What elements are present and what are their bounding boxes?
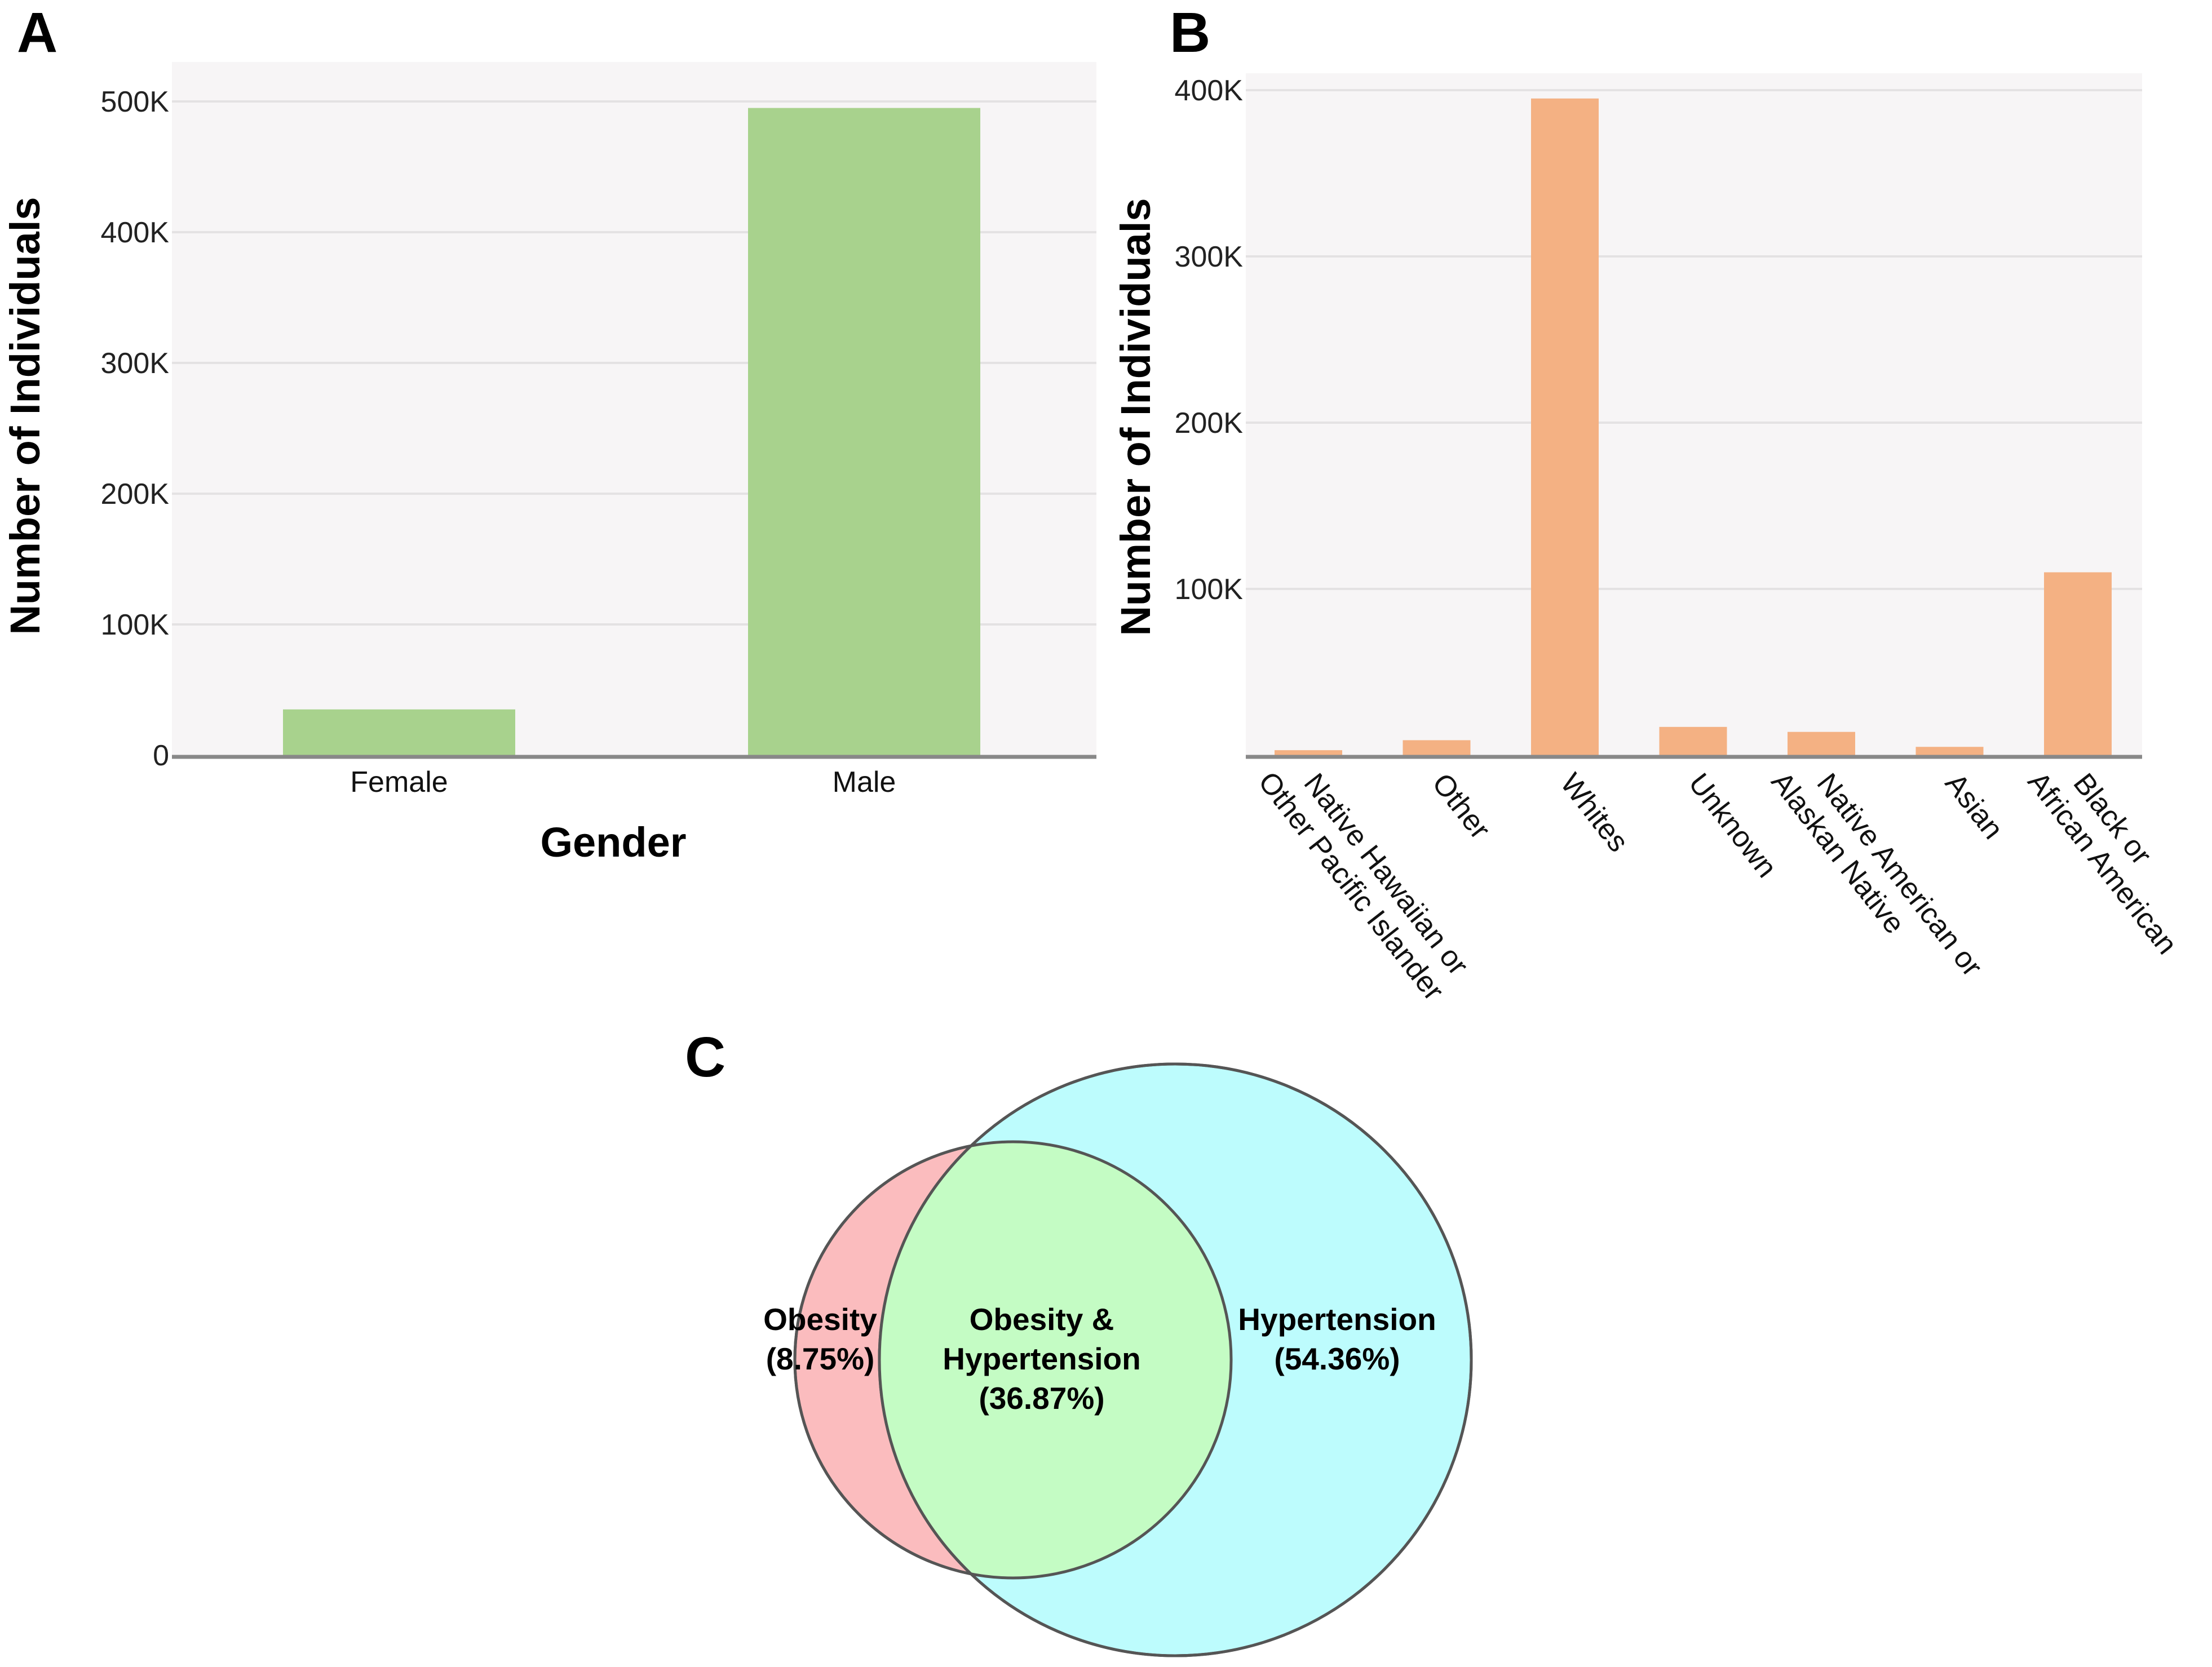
bar [1659, 726, 1727, 755]
x-tick-label-line: Other Pacific Islander [1252, 766, 1450, 1007]
bar [1788, 731, 1855, 755]
plot-area-b [1246, 73, 2142, 758]
intersection-label-line1: Obesity & [970, 1302, 1114, 1337]
bar [1531, 98, 1599, 755]
y-tick-label: 400K [1175, 74, 1244, 107]
x-tick-label: Asian [1939, 768, 2010, 845]
x-tick-label: Other [1426, 768, 1497, 845]
y-tick-label: 300K [1175, 241, 1244, 273]
x-tick-label-line: Asian [1939, 768, 2010, 845]
obesity-circle-outline [793, 1140, 1233, 1580]
y-tick-label: 100K [1175, 573, 1244, 606]
y-tick-label: 400K [101, 216, 170, 249]
y-axis-title-b: Number of Individuals [1112, 198, 1159, 636]
hypertension-percent: (54.36%) [1274, 1341, 1400, 1376]
venn-diagram: C Obesity (8.75%) Obesity & Hypertension… [685, 1026, 1473, 1657]
y-tick-label: 200K [1175, 407, 1244, 440]
y-tick-label: 100K [101, 609, 170, 641]
x-tick-label-line: Other [1426, 768, 1497, 845]
hypertension-label: Hypertension [1238, 1302, 1436, 1337]
intersection-label-line2: Hypertension [943, 1341, 1140, 1376]
y-tick-label: 0 [153, 739, 169, 772]
intersection-region [879, 1142, 1231, 1578]
x-tick-label-line: Whites [1554, 768, 1635, 858]
panel-c-letter: C [685, 1026, 725, 1089]
obesity-percent: (8.75%) [766, 1341, 875, 1376]
y-tick-label: 500K [101, 86, 170, 118]
y-axis-title-a: Number of Individuals [2, 197, 48, 635]
bar [1275, 750, 1342, 755]
y-tick-label: 300K [101, 347, 170, 380]
gender-bar-chart: A 0 100K 200K 300K 400K 500K Female Male Gende… [2, 1, 1096, 866]
obesity-label: Obesity [763, 1302, 877, 1337]
bar [2044, 572, 2112, 755]
panel-a-letter: A [17, 1, 57, 64]
intersection-percent: (36.87%) [979, 1381, 1104, 1416]
bar [1915, 747, 1984, 755]
panel-b-letter: B [1170, 1, 1210, 64]
x-tick-label: Female [350, 766, 448, 799]
x-tick-label: Whites [1554, 768, 1635, 858]
x-tick-label: Male [833, 766, 896, 799]
bar [1403, 740, 1471, 755]
y-tick-label: 200K [101, 478, 170, 511]
hypertension-circle-outline [878, 1062, 1473, 1657]
x-axis-title-a: Gender [540, 819, 686, 866]
bar [748, 108, 980, 756]
bar [283, 709, 515, 755]
